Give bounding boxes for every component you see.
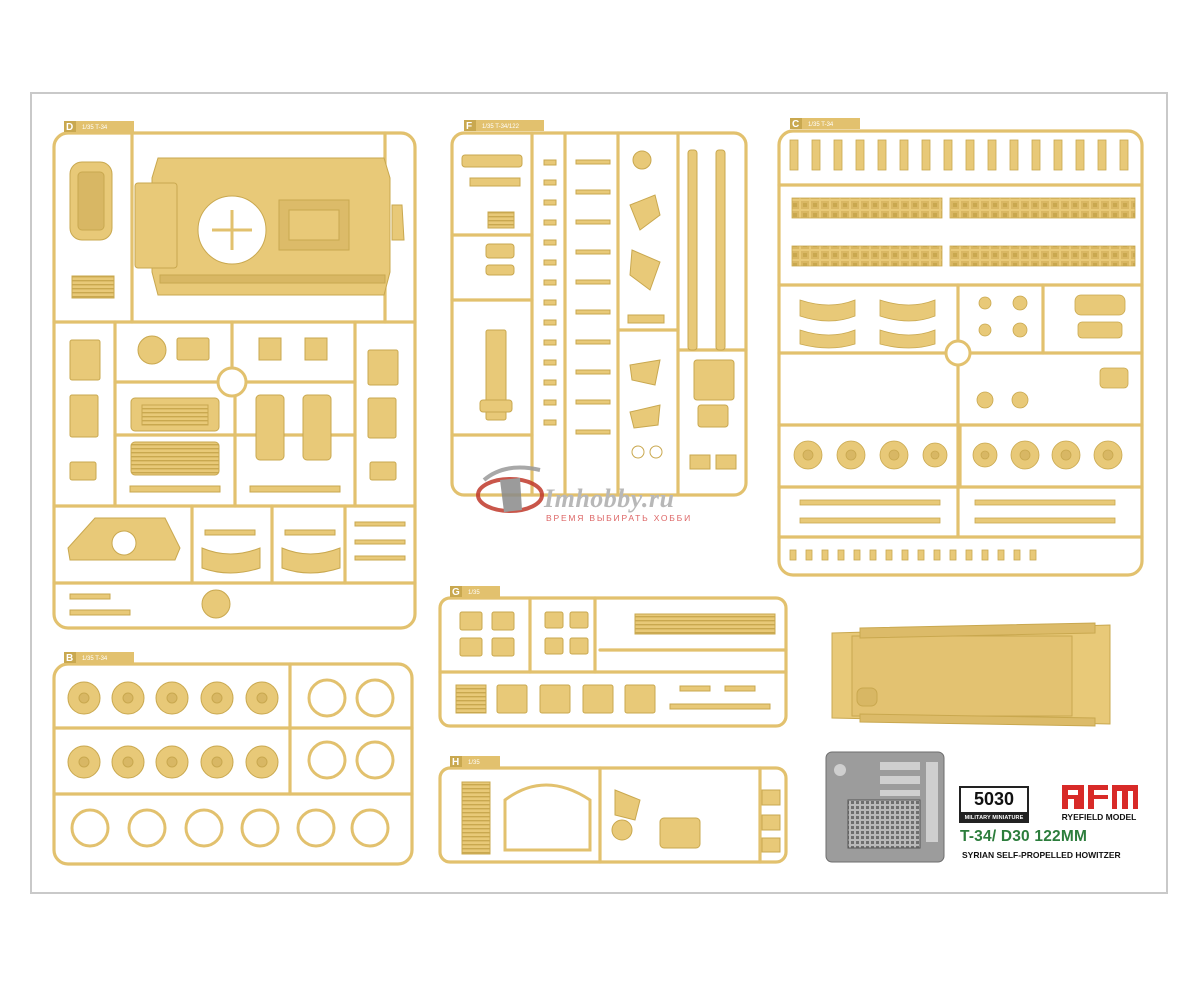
watermark-site: Imhobby.ru bbox=[544, 484, 675, 513]
photo-etch-fret-icon bbox=[825, 751, 945, 863]
sprue-f-parts bbox=[461, 149, 737, 470]
sprue-h-scale: 1/35 bbox=[468, 760, 480, 766]
sprue-tabs bbox=[64, 118, 860, 767]
hull-top-part bbox=[151, 157, 391, 296]
sprue-h-parts bbox=[461, 781, 781, 855]
sprue-b-parts bbox=[67, 678, 395, 848]
brand-logo-icon bbox=[1062, 785, 1138, 809]
image-frame bbox=[30, 92, 1168, 894]
road-wheel-row bbox=[793, 440, 1123, 470]
sprue-f-scale: 1/35 T-34/122 bbox=[482, 124, 520, 130]
tire-row bbox=[70, 808, 390, 848]
swoosh-icon bbox=[476, 465, 544, 513]
small-parts-row bbox=[789, 549, 1037, 561]
watermark-tagline: ВРЕМЯ ВЫБИРАТЬ ХОББИ bbox=[546, 513, 692, 523]
sprue-g-frame bbox=[438, 596, 788, 728]
sprue-c-parts bbox=[789, 139, 1136, 561]
sprue-c-letter: C bbox=[792, 119, 799, 130]
sprue-d-scale: 1/35 T-34 bbox=[82, 125, 108, 131]
sprue-d-letter: D bbox=[66, 122, 73, 133]
sprue-h-letter: H bbox=[452, 757, 459, 768]
sprue-f-letter: F bbox=[466, 121, 472, 132]
product-code-box: 5030 bbox=[959, 786, 1029, 814]
sprue-b-letter: B bbox=[66, 653, 73, 664]
track-link-row-top bbox=[789, 139, 1129, 171]
series-label: MILITARY MINIATURE SERIES bbox=[959, 814, 1029, 830]
sprue-c-scale: 1/35 T-34 bbox=[808, 122, 834, 128]
sprue-h-frame bbox=[438, 766, 788, 864]
lower-hull-tub bbox=[831, 622, 1111, 727]
product-subtitle: SYRIAN SELF-PROPELLED HOWITZER bbox=[962, 850, 1121, 860]
sprue-d-parts bbox=[67, 157, 406, 619]
sprue-b-frame bbox=[52, 662, 414, 866]
brand-name: RYEFIELD MODEL bbox=[1061, 812, 1137, 822]
product-title: T-34/ D30 122MM bbox=[960, 828, 1088, 845]
sprue-b-scale: 1/35 T-34 bbox=[82, 656, 108, 662]
wheel-row-2 bbox=[67, 740, 395, 780]
sprue-g-scale: 1/35 bbox=[468, 590, 480, 596]
wheel-row-1 bbox=[67, 678, 395, 718]
sprue-g-letter: G bbox=[452, 587, 460, 598]
sprue-g-parts bbox=[455, 611, 776, 714]
sprue-c-frame bbox=[777, 129, 1144, 577]
